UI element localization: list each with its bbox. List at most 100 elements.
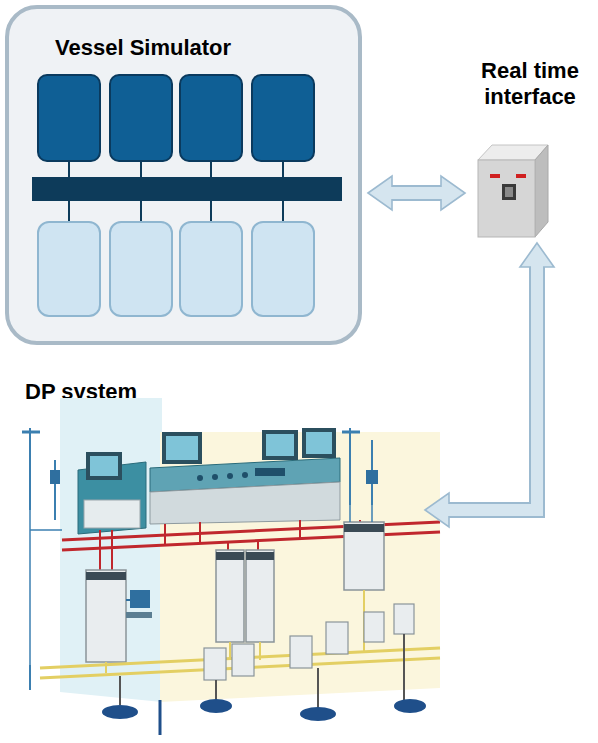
operator-console [78, 462, 146, 534]
console-screen [266, 434, 294, 456]
network-cable [164, 524, 166, 546]
power-cable [105, 662, 107, 673]
arrow-outline [392, 185, 441, 201]
network-cable [62, 532, 440, 550]
arrow-head [520, 243, 554, 267]
node-heading: DP system [25, 379, 275, 405]
network-cable [111, 530, 113, 570]
drive-unit [364, 612, 384, 642]
console-screen [166, 436, 198, 460]
network-cable [257, 540, 259, 550]
drive-unit [394, 604, 414, 634]
control-cabinet [86, 570, 126, 662]
module-block [38, 75, 100, 161]
bus-link [68, 160, 70, 225]
thruster-shaft [159, 700, 162, 735]
thruster [300, 707, 336, 721]
console-monitor [262, 430, 298, 460]
signal-wire [349, 505, 351, 522]
module-block [180, 75, 242, 161]
network-cable [227, 542, 229, 550]
control-cabinet [344, 522, 384, 590]
dp-illustration [22, 398, 440, 735]
cabinet-top [86, 572, 126, 580]
sensor-unit [366, 470, 378, 484]
console-monitor [302, 428, 336, 458]
console-keypad [255, 468, 285, 476]
control-cabinet [246, 550, 274, 642]
network-cable [62, 522, 440, 540]
power-cable [40, 658, 440, 678]
power-cable [40, 648, 440, 668]
module-block [252, 222, 314, 316]
network-cable [199, 522, 201, 544]
cabinet-top [344, 524, 384, 532]
console-screen [90, 456, 118, 476]
arrow-head [425, 493, 449, 527]
arrow-head [368, 176, 392, 210]
cabinet-top [246, 552, 274, 560]
cube-front [478, 160, 535, 237]
thruster-shaft [215, 680, 217, 700]
bus-link [140, 160, 142, 225]
module-block [180, 222, 242, 316]
sensor-mast [349, 428, 351, 505]
drive-unit [326, 622, 348, 654]
drive-unit [232, 644, 254, 676]
dp-system-box: DP system [10, 375, 425, 737]
sensor-mast [29, 428, 31, 510]
background-panel [60, 398, 162, 702]
port-slot [502, 184, 516, 200]
thruster-shaft [317, 668, 319, 708]
simulator-modules [32, 75, 342, 316]
arrow-head [441, 176, 465, 210]
console-monitor [162, 432, 202, 464]
thruster [394, 699, 426, 713]
arrow-outline [449, 267, 537, 510]
power-cable [229, 642, 231, 660]
double-arrow [425, 243, 554, 527]
indicator-light [516, 174, 526, 178]
console-button [212, 474, 218, 480]
thruster [200, 699, 232, 713]
signal-wire [30, 529, 62, 531]
interface-box: Real time interface [465, 58, 595, 243]
cube-side [535, 145, 548, 237]
control-cabinet [216, 550, 244, 642]
double-arrow [368, 176, 465, 210]
thruster [102, 705, 138, 719]
console-button [197, 475, 203, 481]
console-front [150, 482, 340, 524]
console-button [242, 472, 248, 478]
network-cable [299, 520, 301, 538]
console-screen [306, 432, 332, 454]
sensor-mast [342, 431, 360, 434]
sensor-mast [54, 460, 56, 520]
signal-wire [371, 505, 373, 522]
network-cable [99, 530, 101, 570]
module-block [252, 75, 314, 161]
background-panel [160, 432, 440, 702]
sensor-unit [50, 470, 60, 484]
console-base [84, 500, 140, 528]
simulator-box: Vessel Simulator [5, 5, 362, 345]
drive-unit [204, 648, 226, 680]
console-button [227, 473, 233, 479]
signal-wire [126, 599, 138, 601]
power-cable [363, 590, 365, 652]
sensor-mast [22, 431, 40, 434]
sensor-mast [371, 440, 373, 505]
network-cable [359, 520, 361, 528]
indicator-light [490, 174, 500, 178]
node-heading: Real time interface [465, 58, 595, 110]
thruster-shaft [119, 676, 121, 705]
module-block [110, 222, 172, 316]
sensor-pole [29, 665, 31, 690]
node-heading: Vessel Simulator [55, 35, 345, 61]
signal-wire [29, 510, 31, 665]
main-console [150, 458, 340, 492]
thruster-shaft [403, 634, 405, 700]
bus-link [210, 160, 212, 225]
module-block [38, 222, 100, 316]
